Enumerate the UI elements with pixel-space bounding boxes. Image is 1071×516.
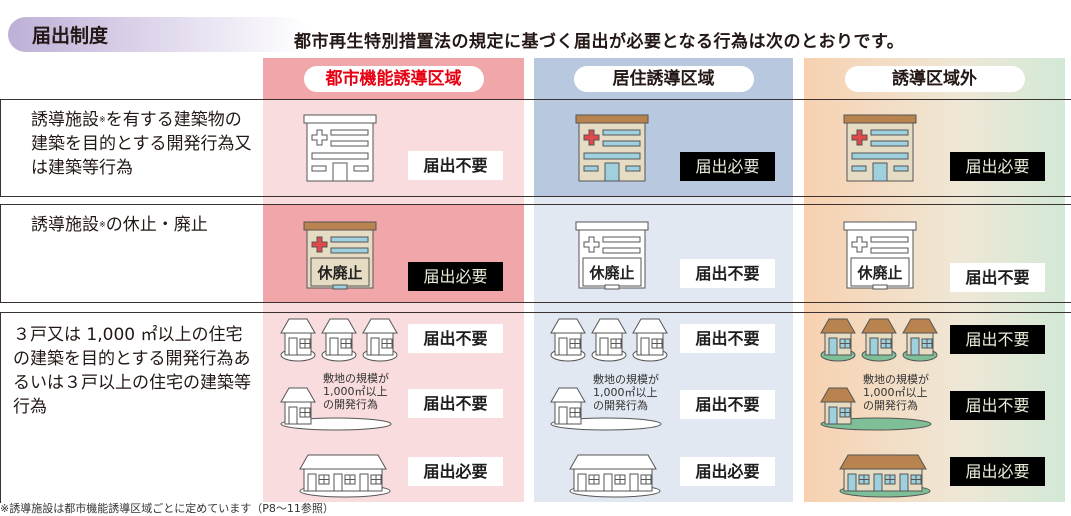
building-icon: 休廃止 bbox=[303, 221, 377, 290]
row-house-icon bbox=[569, 454, 661, 498]
required-badge: 届出不要 bbox=[950, 391, 1045, 420]
house-icon bbox=[280, 387, 392, 431]
row-label: 誘導施設※を有する建築物の建築を目的とする開発行為又は建築等行為 bbox=[0, 100, 263, 196]
building-icon: 休廃止 bbox=[843, 221, 917, 290]
svg-text:休廃止: 休廃止 bbox=[316, 264, 362, 282]
row-label: 誘導施設※の休止・廃止 bbox=[0, 205, 263, 302]
building-icon bbox=[303, 114, 377, 182]
house-icon bbox=[820, 318, 856, 362]
section-title: 届出制度 bbox=[8, 17, 308, 52]
row-3: ３戸又は 1,000 ㎡以上の住宅の建築を目的とする開発行為あるいは３戸以上の住… bbox=[0, 312, 1071, 503]
not-required-badge: 届出不要 bbox=[408, 324, 503, 353]
lead-text: 都市再生特別措置法の規定に基づく届出が必要となる行為は次のとおりです。 bbox=[294, 32, 905, 52]
not-required-badge: 届出必要 bbox=[408, 457, 503, 486]
building-icon bbox=[843, 114, 917, 182]
not-required-badge: 届出不要 bbox=[680, 259, 775, 288]
house-icon bbox=[362, 318, 398, 362]
house-icon bbox=[591, 318, 627, 362]
row-house-icon bbox=[299, 454, 391, 498]
svg-text:休廃止: 休廃止 bbox=[856, 264, 902, 282]
required-badge: 届出必要 bbox=[950, 457, 1045, 486]
required-badge: 届出必要 bbox=[408, 262, 503, 291]
house-icon bbox=[820, 387, 932, 431]
house-icon bbox=[321, 318, 357, 362]
not-required-badge: 届出不要 bbox=[950, 263, 1045, 292]
house-icon bbox=[280, 318, 316, 362]
house-icon bbox=[902, 318, 938, 362]
row-1: 誘導施設※を有する建築物の建築を目的とする開発行為又は建築等行為 bbox=[0, 99, 1071, 197]
footnote: ※誘導施設は都市機能誘導区域ごとに定めています（P8～11参照） bbox=[0, 502, 334, 515]
row-house-icon bbox=[839, 454, 931, 498]
svg-text:休廃止: 休廃止 bbox=[588, 264, 634, 282]
not-required-badge: 届出不要 bbox=[408, 389, 503, 418]
row-label: ３戸又は 1,000 ㎡以上の住宅の建築を目的とする開発行為あるいは３戸以上の住… bbox=[0, 313, 263, 503]
column-header-outside: 誘導区域外 bbox=[844, 66, 1025, 92]
not-required-badge: 届出不要 bbox=[680, 390, 775, 419]
column-header-residential: 居住誘導区域 bbox=[573, 66, 754, 92]
house-icon bbox=[632, 318, 668, 362]
not-required-badge: 届出不要 bbox=[680, 324, 775, 353]
building-icon: 休廃止 bbox=[575, 221, 649, 290]
house-icon bbox=[550, 318, 586, 362]
house-icon bbox=[861, 318, 897, 362]
not-required-badge: 届出不要 bbox=[408, 151, 503, 180]
required-badge: 届出必要 bbox=[680, 152, 775, 181]
not-required-badge: 届出必要 bbox=[680, 457, 775, 486]
row-2: 誘導施設※の休止・廃止 bbox=[0, 204, 1071, 303]
required-badge: 届出不要 bbox=[950, 325, 1045, 354]
column-header-urban: 都市機能誘導区域 bbox=[303, 66, 484, 92]
required-badge: 届出必要 bbox=[950, 152, 1045, 181]
building-icon bbox=[575, 114, 649, 182]
house-icon bbox=[550, 387, 662, 431]
